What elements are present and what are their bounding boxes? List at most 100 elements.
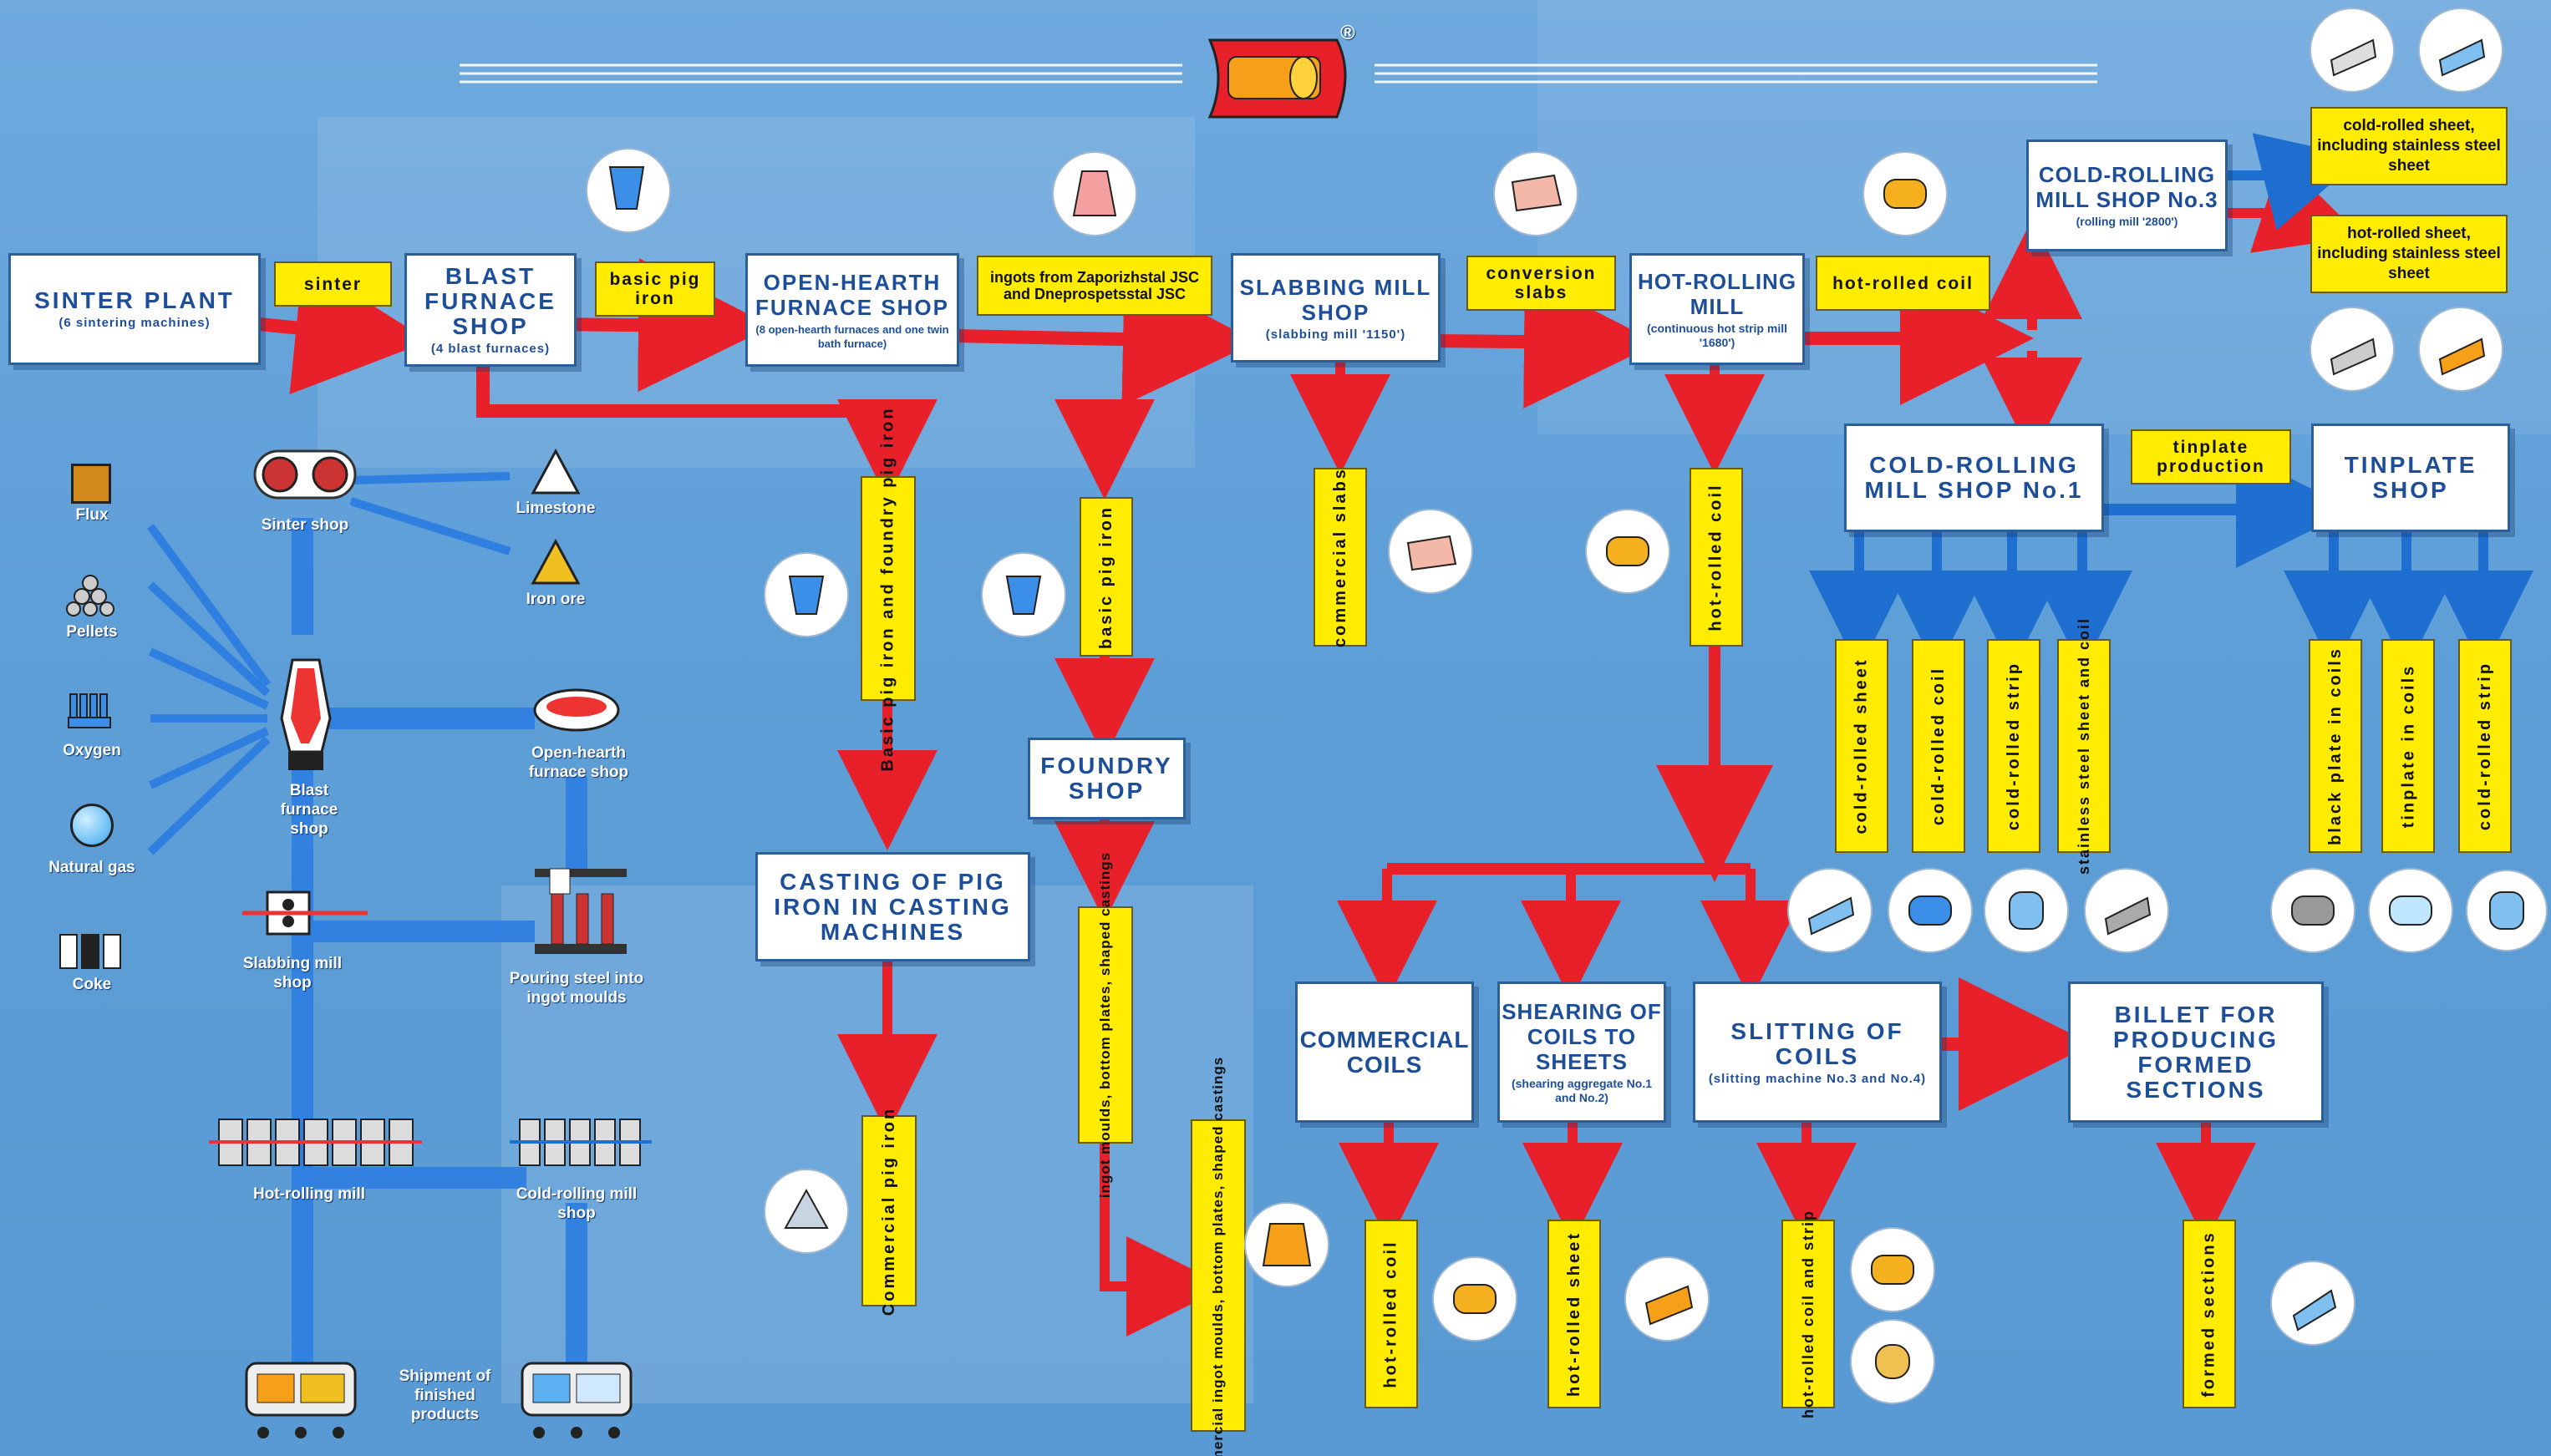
legend-oxygen-label: Oxygen bbox=[63, 742, 121, 759]
casting-pig-iron-title: CASTING OF PIG IRON IN CASTING MACHINES bbox=[774, 868, 1012, 945]
steel-coil-logo bbox=[1207, 38, 1347, 119]
natural-gas-icon bbox=[70, 804, 114, 847]
sinter-machine-icon bbox=[253, 449, 357, 500]
black-plate-vlabel: black plate in coils bbox=[2309, 639, 2362, 853]
blast-furnace-icon bbox=[280, 658, 332, 770]
cold-rolling-3-sub: (rolling mill '2800') bbox=[2076, 215, 2178, 228]
stainless-vlabel: stainless steel sheet and coil bbox=[2057, 617, 2111, 875]
pouring-label: Pouring steel into ingot moulds bbox=[509, 970, 644, 1007]
slabbing-mill-title: SLABBING MILL SHOP bbox=[1239, 274, 1432, 325]
open-hearth-box: OPEN-HEARTH FURNACE SHOP (8 open-hearth … bbox=[745, 253, 959, 367]
sinter-shop-label: Sinter shop bbox=[261, 516, 349, 534]
legend-coke-label: Coke bbox=[72, 976, 112, 993]
legend-flux-label: Flux bbox=[75, 506, 109, 524]
tinplate-coils-vlabel: tinplate in coils bbox=[2381, 639, 2435, 853]
slitting-sub: (slitting machine No.3 and No.4) bbox=[1708, 1071, 1927, 1086]
hot-rolled-coil-label-text: hot-rolled coil bbox=[1832, 273, 1974, 293]
cold-rolling-3-box: COLD-ROLLING MILL SHOP No.3 (rolling mil… bbox=[2026, 140, 2228, 251]
billet-title: BILLET FOR PRODUCING FORMED SECTIONS bbox=[2112, 1001, 2279, 1103]
legend-pellets-label: Pellets bbox=[66, 623, 118, 641]
registered-mark: ® bbox=[1340, 22, 1355, 44]
basic-pig-iron-label-text: basic pig iron bbox=[609, 270, 701, 308]
hot-rolled-coil-label: hot-rolled coil bbox=[1816, 256, 1990, 311]
blast-furnace-title: BLAST FURNACE SHOP bbox=[424, 263, 556, 339]
cold-rolled-sheet-label-text: cold-rolled sheet, including stainless s… bbox=[2317, 117, 2501, 175]
tinplate-shop-box: TINPLATE SHOP bbox=[2311, 424, 2510, 532]
shearing-title: SHEARING OF COILS TO SHEETS bbox=[1502, 999, 1662, 1074]
hot-rolling-mill-box: HOT-ROLLING MILL (continuous hot strip m… bbox=[1629, 253, 1805, 365]
coke-icon bbox=[59, 934, 121, 969]
sinter-plant-title: SINTER PLANT bbox=[34, 287, 235, 313]
basic-pig-iron-vlabel: basic pig iron bbox=[1080, 497, 1133, 657]
hot-rolling-mill-icon bbox=[209, 1119, 422, 1166]
slabbing-mill-sub: (slabbing mill '1150') bbox=[1265, 327, 1406, 342]
hot-rolled-sheet-label: hot-rolled sheet, including stainless st… bbox=[2310, 215, 2508, 293]
cold-rolled-coil-vlabel: cold-rolled coil bbox=[1912, 639, 1965, 853]
conversion-slabs-label: conversion slabs bbox=[1466, 256, 1616, 311]
open-hearth-title: OPEN-HEARTH FURNACE SHOP bbox=[755, 269, 949, 320]
basic-pig-iron-label: basic pig iron bbox=[595, 261, 715, 317]
billet-box: BILLET FOR PRODUCING FORMED SECTIONS bbox=[2068, 982, 2324, 1123]
iron-ore-label: Iron ore bbox=[526, 591, 586, 608]
shearing-box: SHEARING OF COILS TO SHEETS (shearing ag… bbox=[1497, 982, 1666, 1123]
foundry-shop-title: FOUNDRY SHOP bbox=[1040, 753, 1173, 804]
limestone-label: Limestone bbox=[516, 500, 596, 517]
sinter-plant-sub: (6 sintering machines) bbox=[58, 316, 211, 330]
commercial-coils-title: COMMERCIAL COILS bbox=[1299, 1026, 1470, 1078]
cold-rolling-1-title: COLD-ROLLING MILL SHOP No.1 bbox=[1864, 452, 2084, 503]
hot-rolling-mill-label: Hot-rolling mill bbox=[252, 1185, 366, 1203]
slabbing-mill-icon bbox=[242, 890, 368, 936]
blast-furnace-sub: (4 blast furnaces) bbox=[430, 342, 551, 356]
shipment-label: Shipment of finished products bbox=[399, 1367, 491, 1423]
limestone-icon bbox=[531, 448, 581, 495]
ingot-moulds-vlabel: ingot moulds, bottom plates, shaped cast… bbox=[1078, 852, 1133, 1198]
open-hearth-sub: (8 open-hearth furnaces and one twin bat… bbox=[755, 322, 949, 350]
sinter-label: sinter bbox=[274, 261, 392, 307]
formed-sections-vlabel: formed sections bbox=[2183, 1220, 2236, 1408]
legend-natural-gas-label: Natural gas bbox=[48, 859, 135, 876]
tinplate-production-label: tinplate production bbox=[2131, 429, 2291, 484]
foundry-shop-box: FOUNDRY SHOP bbox=[1028, 738, 1186, 819]
hot-rolled-coil-bottom-vlabel: hot-rolled coil bbox=[1364, 1220, 1418, 1408]
cold-rolled-strip-vlabel: cold-rolled strip bbox=[1987, 639, 2040, 853]
slabbing-mill-box: SLABBING MILL SHOP (slabbing mill '1150'… bbox=[1231, 253, 1441, 363]
tinplate-shop-title: TINPLATE SHOP bbox=[2344, 452, 2477, 503]
slabbing-mill-shop-label: Slabbing mill shop bbox=[242, 955, 343, 992]
cold-rolled-strip2-vlabel: cold-rolled strip bbox=[2458, 639, 2512, 853]
sinter-label-text: sinter bbox=[303, 274, 363, 294]
open-hearth-icon bbox=[533, 688, 620, 732]
commercial-coils-box: COMMERCIAL COILS bbox=[1295, 982, 1474, 1123]
ingots-label: ingots from Zaporizhstal JSC and Dnepros… bbox=[977, 256, 1212, 316]
shipment-truck-icon bbox=[245, 1362, 633, 1438]
oxygen-icon bbox=[68, 693, 111, 728]
commercial-pig-iron-vlabel: Commercial pig iron bbox=[861, 1106, 917, 1316]
iron-ore-icon bbox=[531, 538, 581, 585]
cold-rolling-mill-icon bbox=[510, 1119, 652, 1166]
pouring-icon bbox=[535, 868, 627, 954]
hot-rolling-mill-sub: (continuous hot strip mill '1680') bbox=[1647, 321, 1787, 349]
sinter-plant-box: SINTER PLANT (6 sintering machines) bbox=[8, 253, 261, 365]
hot-rolled-coil-vlabel: hot-rolled coil bbox=[1690, 468, 1743, 647]
cold-rolling-mill-shop-label: Cold-rolling mill shop bbox=[516, 1185, 638, 1222]
ingots-label-text: ingots from Zaporizhstal JSC and Dnepros… bbox=[989, 269, 1200, 302]
blast-furnace-shop-label: Blast furnace shop bbox=[280, 782, 338, 838]
shearing-sub: (shearing aggregate No.1 and No.2) bbox=[1511, 1077, 1653, 1104]
casting-pig-iron-box: CASTING OF PIG IRON IN CASTING MACHINES bbox=[755, 852, 1030, 961]
blast-furnace-box: BLAST FURNACE SHOP (4 blast furnaces) bbox=[404, 253, 577, 367]
basic-foundry-pig-label: Basic pig iron and foundry pig iron bbox=[861, 406, 916, 771]
slitting-box: SLITTING OF COILS (slitting machine No.3… bbox=[1693, 982, 1942, 1123]
tinplate-production-label-text: tinplate production bbox=[2157, 438, 2265, 476]
conversion-slabs-label-text: conversion slabs bbox=[1486, 264, 1597, 302]
flux-icon bbox=[71, 464, 111, 504]
hot-rolling-mill-title: HOT-ROLLING MILL bbox=[1637, 268, 1797, 319]
cold-rolled-sheet-vlabel: cold-rolled sheet bbox=[1835, 639, 1888, 853]
hot-rolled-sheet-label-text: hot-rolled sheet, including stainless st… bbox=[2317, 225, 2501, 282]
slitting-title: SLITTING OF COILS bbox=[1730, 1017, 1904, 1069]
cold-rolled-sheet-label: cold-rolled sheet, including stainless s… bbox=[2310, 107, 2508, 185]
cold-rolling-3-title: COLD-ROLLING MILL SHOP No.3 bbox=[2035, 162, 2218, 212]
hot-rolled-sheet-bottom-vlabel: hot-rolled sheet bbox=[1547, 1220, 1601, 1408]
